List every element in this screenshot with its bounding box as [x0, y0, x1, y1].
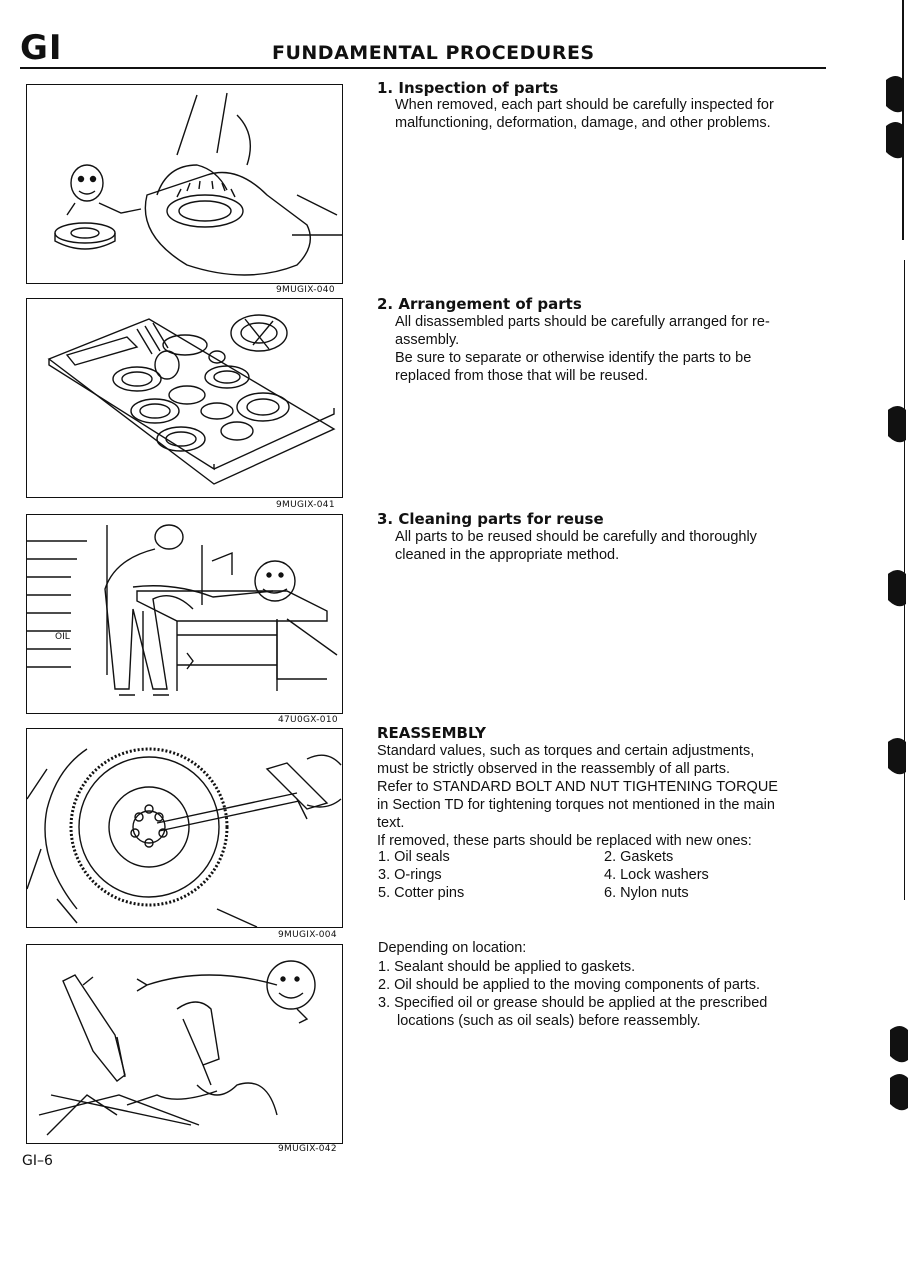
- section-heading: Cleaning parts for reuse: [398, 510, 604, 528]
- arrangement-heading: 2. Arrangement of parts: [377, 295, 582, 313]
- location-intro: Depending on location:: [378, 940, 527, 956]
- location-item: 1. Sealant should be applied to gaskets.: [378, 959, 636, 975]
- body-line: Be sure to separate or otherwise identif…: [395, 350, 752, 366]
- location-item: locations (such as oil seals) before rea…: [397, 1013, 701, 1029]
- location-item: 2. Oil should be applied to the moving c…: [378, 977, 761, 993]
- figure-sealant: [26, 944, 343, 1144]
- body-line: replaced from those that will be reused.: [395, 368, 649, 384]
- arrangement-illustration: [47, 314, 336, 485]
- inspection-illustration: [54, 92, 342, 276]
- inspection-body: When removed, each part should be carefu…: [395, 96, 774, 132]
- body-line: When removed, each part should be carefu…: [395, 97, 774, 113]
- figure-arrangement: [26, 298, 343, 498]
- replace-item: 4. Lock washers: [604, 867, 709, 883]
- body-line: in Section TD for tightening torques not…: [377, 797, 775, 813]
- page-title: FUNDAMENTAL PROCEDURES: [272, 42, 595, 64]
- torque-illustration: [27, 747, 342, 927]
- reassembly-heading: REASSEMBLY: [377, 724, 487, 742]
- figure-torque: [26, 728, 343, 928]
- cleaning-body: All parts to be reused should be careful…: [395, 528, 757, 564]
- replace-item: 1. Oil seals: [378, 849, 450, 865]
- figure-inspection: [26, 84, 343, 284]
- reassembly-body: Standard values, such as torques and cer…: [377, 742, 778, 850]
- body-line: assembly.: [395, 332, 460, 348]
- figure-code: 9MUGIX-040: [276, 285, 335, 295]
- section-heading: Arrangement of parts: [398, 295, 582, 313]
- section-number: 1.: [377, 79, 394, 97]
- figure-code: 47U0GX-010: [278, 715, 338, 725]
- location-item: 3. Specified oil or grease should be app…: [378, 995, 768, 1011]
- body-line: All parts to be reused should be careful…: [395, 529, 757, 545]
- sealant-illustration: [38, 960, 316, 1136]
- arrangement-body: All disassembled parts should be careful…: [395, 313, 770, 385]
- figure-code: 9MUGIX-041: [276, 500, 335, 510]
- cleaning-illustration: OIL: [27, 524, 338, 696]
- replace-item: 6. Nylon nuts: [604, 885, 689, 901]
- section-code: GI: [20, 28, 63, 68]
- body-line: malfunctioning, deformation, damage, and…: [395, 115, 771, 131]
- body-line: Standard values, such as torques and cer…: [377, 743, 755, 759]
- section-number: 2.: [377, 295, 394, 313]
- body-line: Refer to STANDARD BOLT AND NUT TIGHTENIN…: [377, 779, 778, 795]
- cleaning-heading: 3. Cleaning parts for reuse: [377, 510, 604, 528]
- replace-item: 5. Cotter pins: [378, 885, 465, 901]
- figure-code: 9MUGIX-042: [278, 1144, 337, 1154]
- page-number: GI–6: [22, 1153, 53, 1169]
- replace-item: 2. Gaskets: [604, 849, 674, 865]
- section-number: 3.: [377, 510, 394, 528]
- body-line: If removed, these parts should be replac…: [377, 833, 752, 849]
- figure-cleaning: OIL: [26, 514, 343, 714]
- binding-marks: [886, 0, 908, 1111]
- body-line: cleaned in the appropriate method.: [395, 547, 620, 563]
- header-rule: [20, 67, 826, 69]
- body-line: text.: [377, 815, 405, 831]
- body-line: All disassembled parts should be careful…: [395, 314, 770, 330]
- inspection-heading: 1. Inspection of parts: [377, 79, 558, 97]
- oil-can-label: OIL: [55, 632, 70, 642]
- body-line: must be strictly observed in the reassem…: [377, 761, 730, 777]
- figure-code: 9MUGIX-004: [278, 930, 337, 940]
- replace-item: 3. O-rings: [378, 867, 442, 883]
- location-list: 1. Sealant should be applied to gaskets.…: [378, 958, 767, 1030]
- section-heading: Inspection of parts: [398, 79, 559, 97]
